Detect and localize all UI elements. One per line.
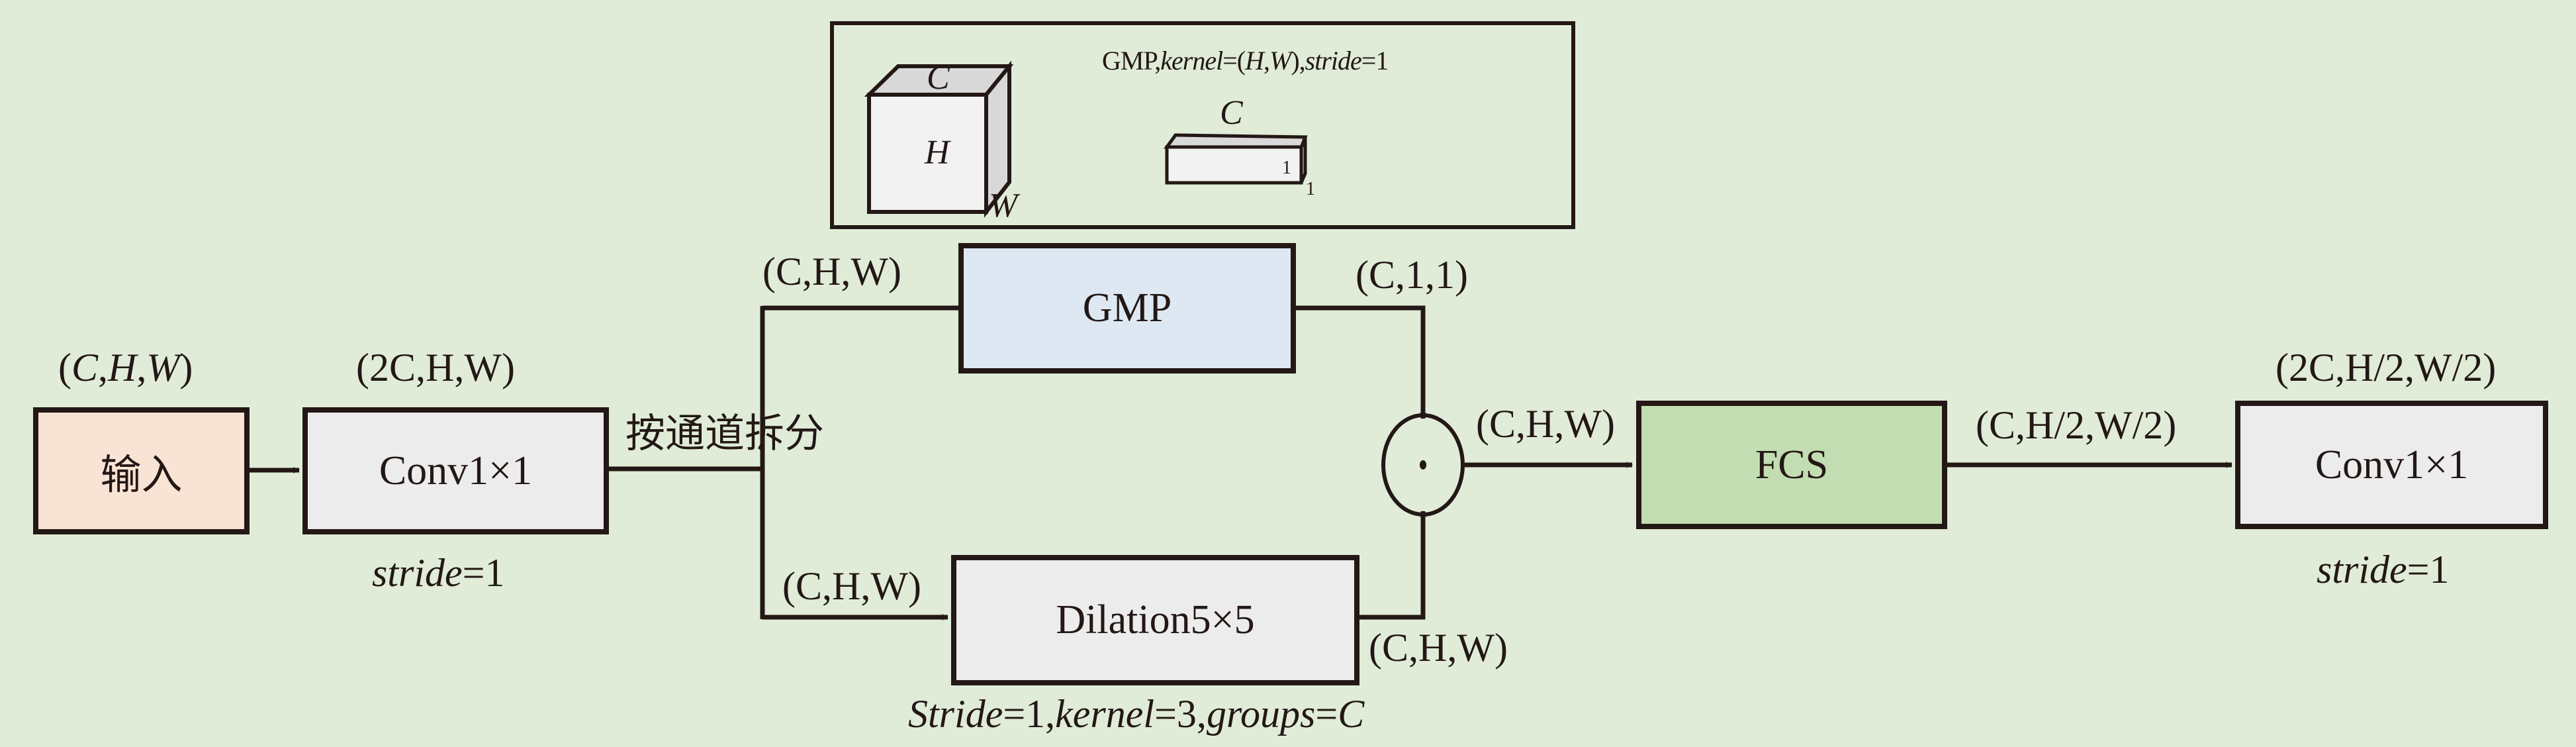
input-label: 输入 — [100, 453, 183, 498]
gmp-block: GMP — [958, 243, 1296, 374]
caption-h: H — [1245, 46, 1264, 75]
cube-label-c: C — [927, 59, 950, 97]
dilation-label: Dilation5×5 — [1056, 597, 1255, 642]
gmp-in-shape: (C,H,W) — [762, 250, 901, 293]
pooled-label-c: C — [1220, 94, 1243, 132]
multiply-out-shape: (C,H,W) — [1476, 402, 1615, 446]
shape-h: H — [108, 346, 137, 389]
arrow-gmp-to-multiply — [1294, 305, 1426, 419]
caption-close: ), — [1291, 46, 1305, 75]
param-kernel: kernel — [1055, 692, 1155, 736]
conv-out-shape: (2C,H/2,W/2) — [2276, 346, 2497, 389]
gmp-label: GMP — [1082, 285, 1172, 330]
param-val: =1 — [2407, 548, 2450, 591]
caption-stride: stride — [1305, 46, 1362, 75]
dilation-params: Stride=1,kernel=3,groups=C — [908, 694, 1364, 734]
conv-out-param: stride=1 — [2317, 550, 2450, 589]
param-groups-eq: = — [1315, 692, 1338, 736]
param-val: =1 — [462, 551, 505, 595]
cube-label-h: H — [925, 134, 950, 172]
input-block: 输入 — [33, 407, 250, 534]
conv1x1-in-block: Conv1×1 — [302, 407, 609, 534]
multiply-operator — [1381, 413, 1465, 517]
param-stride: Stride — [908, 692, 1003, 736]
arrow-dilation-to-multiply — [1358, 511, 1426, 620]
param-name: stride — [2317, 548, 2407, 591]
caption-kernel-eq: =( — [1222, 46, 1246, 75]
feature-cube-large — [864, 60, 1014, 218]
shape-w: W — [146, 346, 180, 389]
param-groups: groups — [1206, 692, 1316, 736]
conv-in-shape: (2C,H,W) — [356, 346, 515, 389]
pooled-label-1-side: 1 — [1306, 179, 1315, 199]
param-stride-val: =1, — [1003, 692, 1056, 736]
conv-out-label: Conv1×1 — [2315, 442, 2469, 487]
pooled-label-1-front: 1 — [1282, 158, 1291, 178]
caption-stride-val: =1 — [1361, 46, 1389, 75]
conv1x1-out-block: Conv1×1 — [2235, 401, 2548, 529]
conv-in-label: Conv1×1 — [379, 448, 533, 493]
caption-w: W — [1269, 46, 1291, 75]
param-name: stride — [372, 551, 463, 595]
split-label: 按通道拆分 — [625, 412, 824, 456]
feature-cube-pooled — [1164, 133, 1308, 185]
caption-comma: , — [1264, 46, 1270, 75]
gmp-out-shape: (C,1,1) — [1356, 253, 1468, 297]
conv-in-param: stride=1 — [372, 553, 505, 593]
caption-gmp: GMP, — [1102, 46, 1161, 75]
inset-caption: GMP,kernel=(H,W),stride=1 — [1102, 46, 1389, 75]
input-shape: (C,H,W) — [58, 346, 193, 389]
inset-panel — [830, 21, 1575, 229]
param-kernel-val: =3, — [1154, 692, 1207, 736]
fcs-out-shape: (C,H/2,W/2) — [1976, 403, 2177, 447]
shape-c: C — [71, 346, 99, 389]
cube-label-w: W — [989, 187, 1018, 224]
dilation-block: Dilation5×5 — [951, 555, 1359, 685]
dilation-out-shape: (C,H,W) — [1369, 626, 1508, 670]
caption-kernel: kernel — [1160, 46, 1223, 75]
multiply-dot — [1420, 460, 1426, 470]
dilation-in-shape: (C,H,W) — [782, 564, 921, 608]
fcs-label: FCS — [1755, 442, 1829, 487]
fcs-block: FCS — [1636, 401, 1947, 529]
param-groups-c: C — [1338, 692, 1365, 736]
